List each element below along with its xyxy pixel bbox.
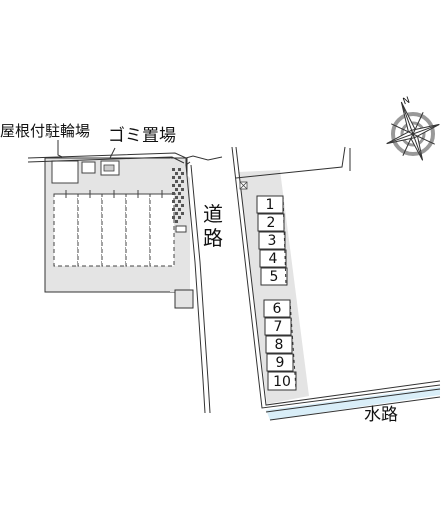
parking-slot-number: 4: [262, 252, 284, 266]
parking-slot-number: 9: [269, 356, 291, 370]
garbage-label-leader: [109, 147, 116, 159]
waterway: [265, 387, 441, 421]
bicycle-parking-area: [51, 160, 79, 184]
garbage-bin: [103, 164, 115, 172]
road-label-line2: 路: [203, 226, 223, 250]
garbage-area-label: ゴミ置場: [108, 126, 176, 146]
entrance-door: [175, 225, 187, 233]
compass-north-label: N: [402, 96, 412, 108]
parking-slot-number: 1: [259, 198, 281, 212]
building-block: [44, 157, 194, 309]
building-units: [53, 193, 175, 267]
compass-rose-icon: N: [386, 96, 440, 161]
parking-slot-number: 6: [266, 302, 288, 316]
front-road-edges: [185, 164, 211, 414]
building-annex: [174, 289, 194, 309]
parking-slot-number: 8: [268, 338, 290, 352]
parking-slot-number: 3: [261, 234, 283, 248]
bicycle-parking-label: 屋根付駐輪場: [0, 122, 91, 140]
waterway-label: 水路: [364, 405, 398, 425]
stairway-hatch: [172, 168, 184, 223]
bicycle-label-leader: [57, 140, 63, 158]
parking-slot-number: 5: [263, 270, 285, 284]
meter-box: [81, 161, 96, 174]
balcony-ticks: [65, 190, 163, 198]
parking-slot-number: 10: [271, 375, 293, 389]
parking-slot-number: 2: [260, 216, 282, 230]
parking-slot-number: 7: [267, 320, 289, 334]
road-label-line1: 道: [203, 202, 223, 226]
